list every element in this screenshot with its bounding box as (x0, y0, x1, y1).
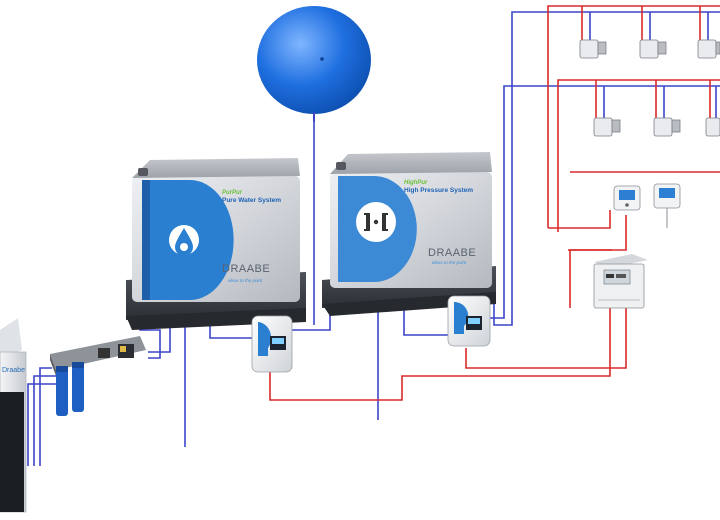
sensor-row-lower (593, 117, 720, 137)
purepur-control-panel (251, 315, 293, 373)
filter-assembly (50, 336, 146, 416)
room-sensor (697, 39, 720, 59)
room-sensor (653, 117, 681, 137)
highpur-tagline: ideas to the point (432, 260, 467, 265)
water-drop-icon (169, 225, 199, 256)
main-control-box (593, 254, 648, 309)
filter-cartridge (56, 362, 84, 416)
highpur-logo: DRAABE (428, 247, 476, 259)
purepur-tagline: ideas to the point (228, 278, 263, 283)
water-treatment-cabinet: Draabe (0, 318, 27, 513)
power-cabling (269, 5, 720, 401)
nozzle-icon (356, 202, 396, 242)
highpur-control-panel (447, 295, 491, 347)
humidistat-left (613, 185, 641, 211)
highpur-system-name: High Pressure System (404, 187, 473, 194)
highpur-unit: HighPur High Pressure System DRAABE idea… (322, 152, 496, 316)
highpur-brand-line: HighPur (404, 180, 428, 186)
purepur-system-name: Pure Water System (222, 197, 281, 204)
humidistat-right (653, 183, 681, 228)
expansion-tank (257, 6, 371, 122)
room-sensor (593, 117, 621, 137)
purepur-logo: DRAABE (222, 263, 270, 275)
cabinet-label: Draabe (2, 367, 25, 374)
purepur-brand-line: PurPur (222, 190, 243, 196)
sensor-row-upper (579, 39, 720, 59)
room-sensor (639, 39, 667, 59)
purepur-unit: PurPur Pure Water System DRAABE ideas to… (126, 158, 306, 330)
room-sensor (705, 117, 720, 137)
room-sensor (579, 39, 607, 59)
